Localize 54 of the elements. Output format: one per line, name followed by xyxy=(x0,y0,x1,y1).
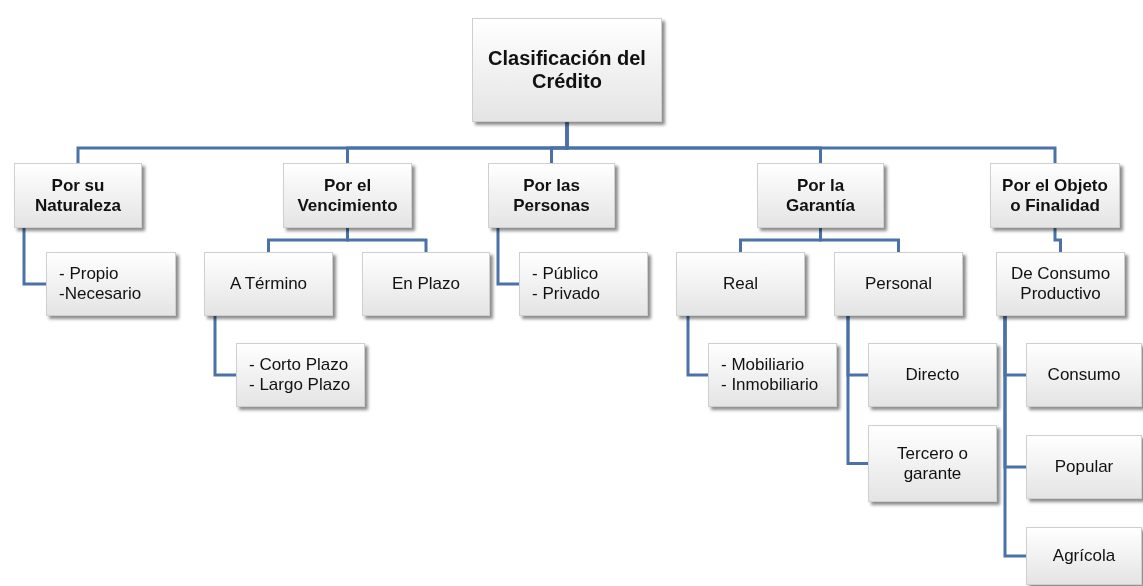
category-box xyxy=(472,18,662,122)
category-box xyxy=(708,343,837,407)
box-label: Popular xyxy=(1054,457,1114,477)
category-box xyxy=(676,252,805,316)
box-label: Agrícola xyxy=(1052,546,1116,566)
connector-line xyxy=(496,228,519,286)
category-box xyxy=(14,163,142,228)
category-box xyxy=(283,163,412,228)
category-box xyxy=(46,252,176,316)
box-label: Clasificación del Crédito xyxy=(487,47,647,93)
box-label: A Término xyxy=(229,274,308,294)
box-label: De Consumo Productivo xyxy=(1009,264,1112,304)
category-box xyxy=(236,343,365,407)
box-label: Consumo xyxy=(1047,365,1121,385)
connector-line xyxy=(22,228,46,286)
category-box xyxy=(990,163,1120,228)
box-label: - Inmobiliario xyxy=(721,375,819,395)
category-box xyxy=(362,252,490,316)
box-label: - Mobiliario xyxy=(721,355,805,375)
category-box xyxy=(488,163,615,228)
connector-line xyxy=(819,228,900,252)
box-label: Por el Vencimiento xyxy=(296,175,399,216)
box-label: Real xyxy=(723,274,758,294)
box-label: - Público xyxy=(532,264,599,284)
box-label: Tercero o garante xyxy=(896,443,969,484)
category-box xyxy=(1026,343,1142,407)
box-label: - Largo Plazo xyxy=(249,375,351,395)
box-label: -Necesario xyxy=(59,284,142,304)
category-box xyxy=(868,425,997,502)
category-box xyxy=(204,252,333,316)
category-box xyxy=(1026,527,1142,585)
connector-line xyxy=(1053,228,1062,252)
category-box xyxy=(1026,435,1142,499)
connector-line xyxy=(346,228,428,252)
connector-line xyxy=(846,316,868,465)
box-label: - Propio xyxy=(59,264,119,284)
category-box xyxy=(834,252,963,316)
category-box xyxy=(757,163,884,228)
box-label: Personal xyxy=(864,274,933,294)
box-label: Por el Objeto o Finalidad xyxy=(1001,175,1109,216)
category-box xyxy=(996,252,1125,316)
box-label: - Corto Plazo xyxy=(249,355,349,375)
box-label: Por su Naturaleza xyxy=(34,175,122,216)
connector-line xyxy=(1003,316,1026,558)
box-label: Por la Garantía xyxy=(785,175,856,216)
connector-line xyxy=(565,122,1057,163)
box-label: Directo xyxy=(905,365,960,385)
box-label: Por las Personas xyxy=(512,175,591,216)
box-label: - Privado xyxy=(532,284,601,304)
connector-line xyxy=(213,316,236,377)
category-box xyxy=(868,343,997,407)
box-label: En Plazo xyxy=(391,274,460,294)
connector-line xyxy=(686,316,708,377)
category-box xyxy=(519,252,648,316)
